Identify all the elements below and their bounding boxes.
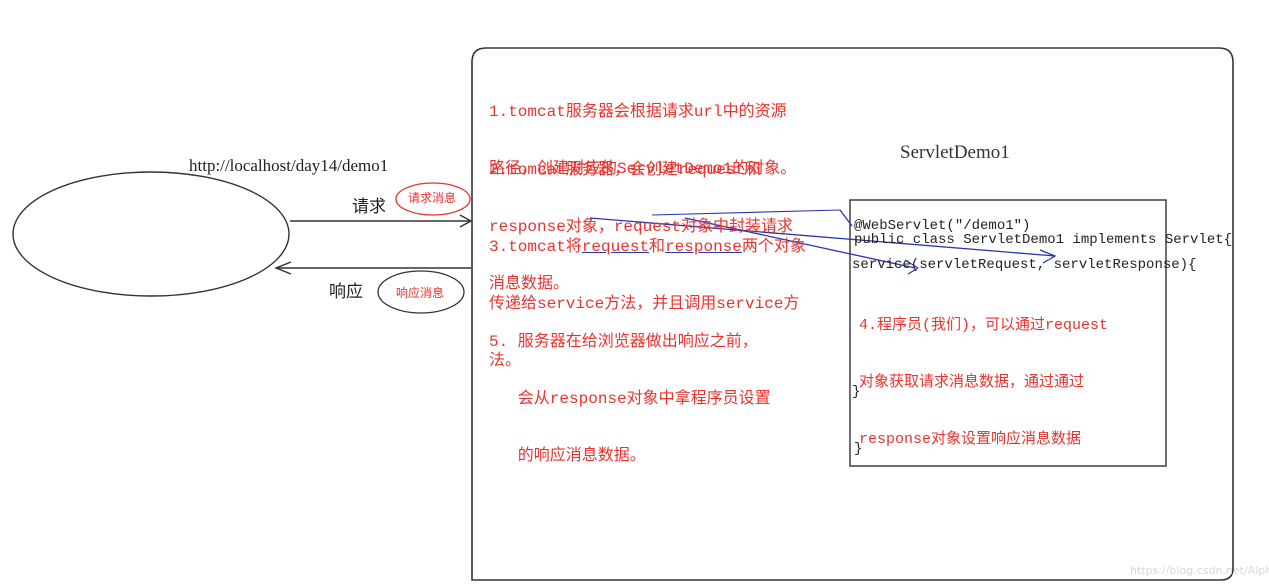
request-bubble-text: 请求消息: [408, 191, 457, 205]
code-annotation: @WebServlet("/demo1"): [854, 218, 1031, 234]
request-bubble-outline: [395, 182, 471, 216]
response-word: response: [665, 238, 742, 256]
note-1-line: 路径，创建对应的ServletDemo1的对象。: [489, 160, 797, 178]
note-2-line: response对象，request对象中封装请求: [489, 218, 794, 236]
watermark: https://blog.csdn.net/Alphr: [1130, 564, 1269, 577]
note-3-line: 3.tomcat将request和response两个对象: [489, 238, 806, 257]
response-label: 响应: [329, 282, 363, 302]
code-method-sig: service(servletRequest, servletResponse)…: [852, 257, 1197, 273]
code-class-decl: public class ServletDemo1 implements Ser…: [854, 232, 1233, 248]
note-3-line: 传递给service方法，并且调用service方: [489, 295, 800, 313]
response-bubble-text: 响应消息: [396, 286, 445, 300]
note-3-suffix: 两个对象: [741, 238, 806, 256]
note-5-line: 的响应消息数据。: [489, 447, 646, 465]
request-word: request: [581, 238, 650, 256]
request-label: 请求: [352, 197, 386, 217]
server-box: [471, 47, 1234, 581]
response-link-line: [684, 217, 916, 269]
class-title: ServletDemo1: [900, 142, 1010, 163]
note-4: 4.程序员(我们)，可以通过request 对象获取请求消息数据，通过通过 re…: [859, 278, 1108, 468]
note-2: 2.tomcat服务器，会创建request和 response对象，reque…: [489, 123, 793, 313]
note-3-prefix: 3.tomcat将: [489, 238, 582, 256]
note-3-line: 法。: [489, 352, 522, 370]
note-5-line: 5. 服务器在给浏览器做出响应之前，: [489, 333, 758, 351]
note-1-line: 1.tomcat服务器会根据请求url中的资源: [489, 103, 787, 121]
code-box: [849, 199, 1167, 467]
note-2-line: 2.tomcat服务器，会创建request和: [489, 161, 762, 179]
note-5: 5. 服务器在给浏览器做出响应之前， 会从response对象中拿程序员设置 的…: [489, 295, 771, 485]
browser-ellipse: [12, 171, 290, 297]
note-3-mid: 和: [649, 238, 666, 256]
note-5-line: 会从response对象中拿程序员设置: [489, 390, 771, 408]
note-4-line: response对象设置响应消息数据: [859, 431, 1082, 448]
note-4-line: 对象获取请求消息数据，通过通过: [859, 374, 1085, 391]
note-2-line: 消息数据。: [489, 275, 570, 293]
note-3: 3.tomcat将request和response两个对象 传递给service…: [489, 200, 806, 390]
request-link-line: [589, 217, 1056, 257]
code-close-class: }: [854, 441, 863, 457]
code-close-method: }: [852, 384, 861, 400]
note-1: 1.tomcat服务器会根据请求url中的资源 路径，创建对应的ServletD…: [489, 65, 796, 198]
url-text: http://localhost/day14/demo1: [189, 156, 389, 175]
response-bubble-outline: [377, 270, 465, 314]
note-4-line: 4.程序员(我们)，可以通过request: [859, 317, 1109, 334]
